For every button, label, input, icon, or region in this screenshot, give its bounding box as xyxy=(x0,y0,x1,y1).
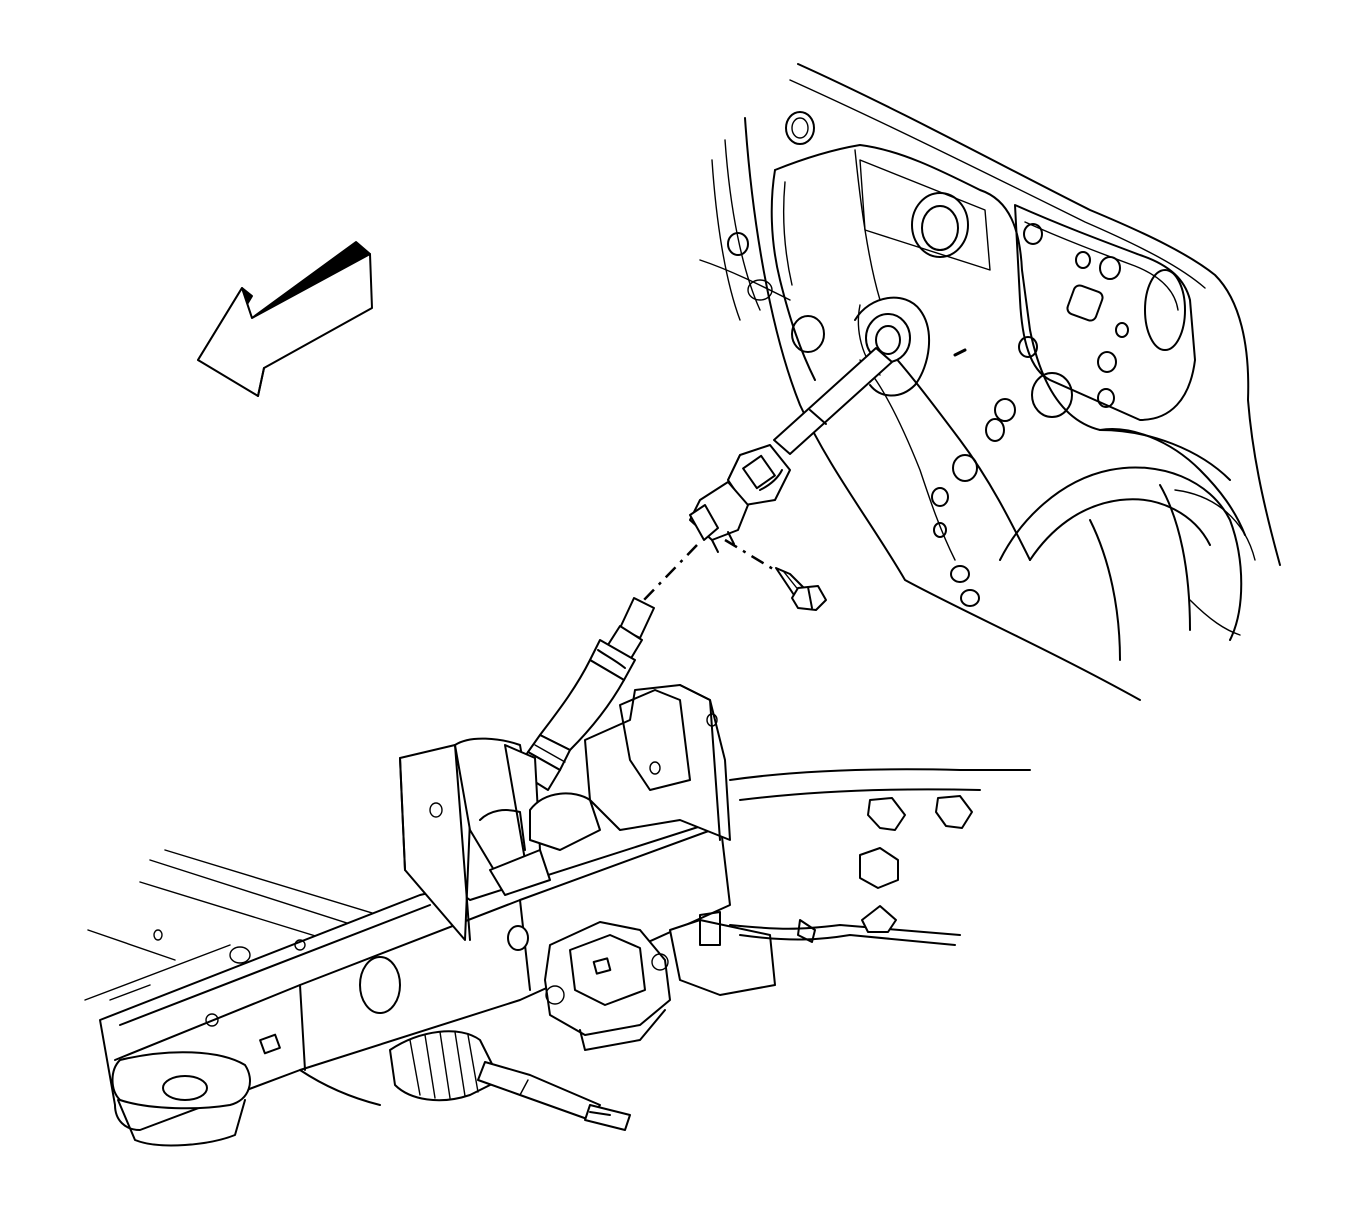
intermediate-steering-shaft xyxy=(689,347,893,553)
assembly-centerline xyxy=(641,538,779,603)
dash-panel xyxy=(699,63,1281,701)
steering-gear-and-crossmember xyxy=(84,684,1031,1147)
pinch-bolt xyxy=(775,567,827,611)
lower-steering-shaft xyxy=(510,597,655,806)
direction-arrow-icon xyxy=(197,241,373,397)
